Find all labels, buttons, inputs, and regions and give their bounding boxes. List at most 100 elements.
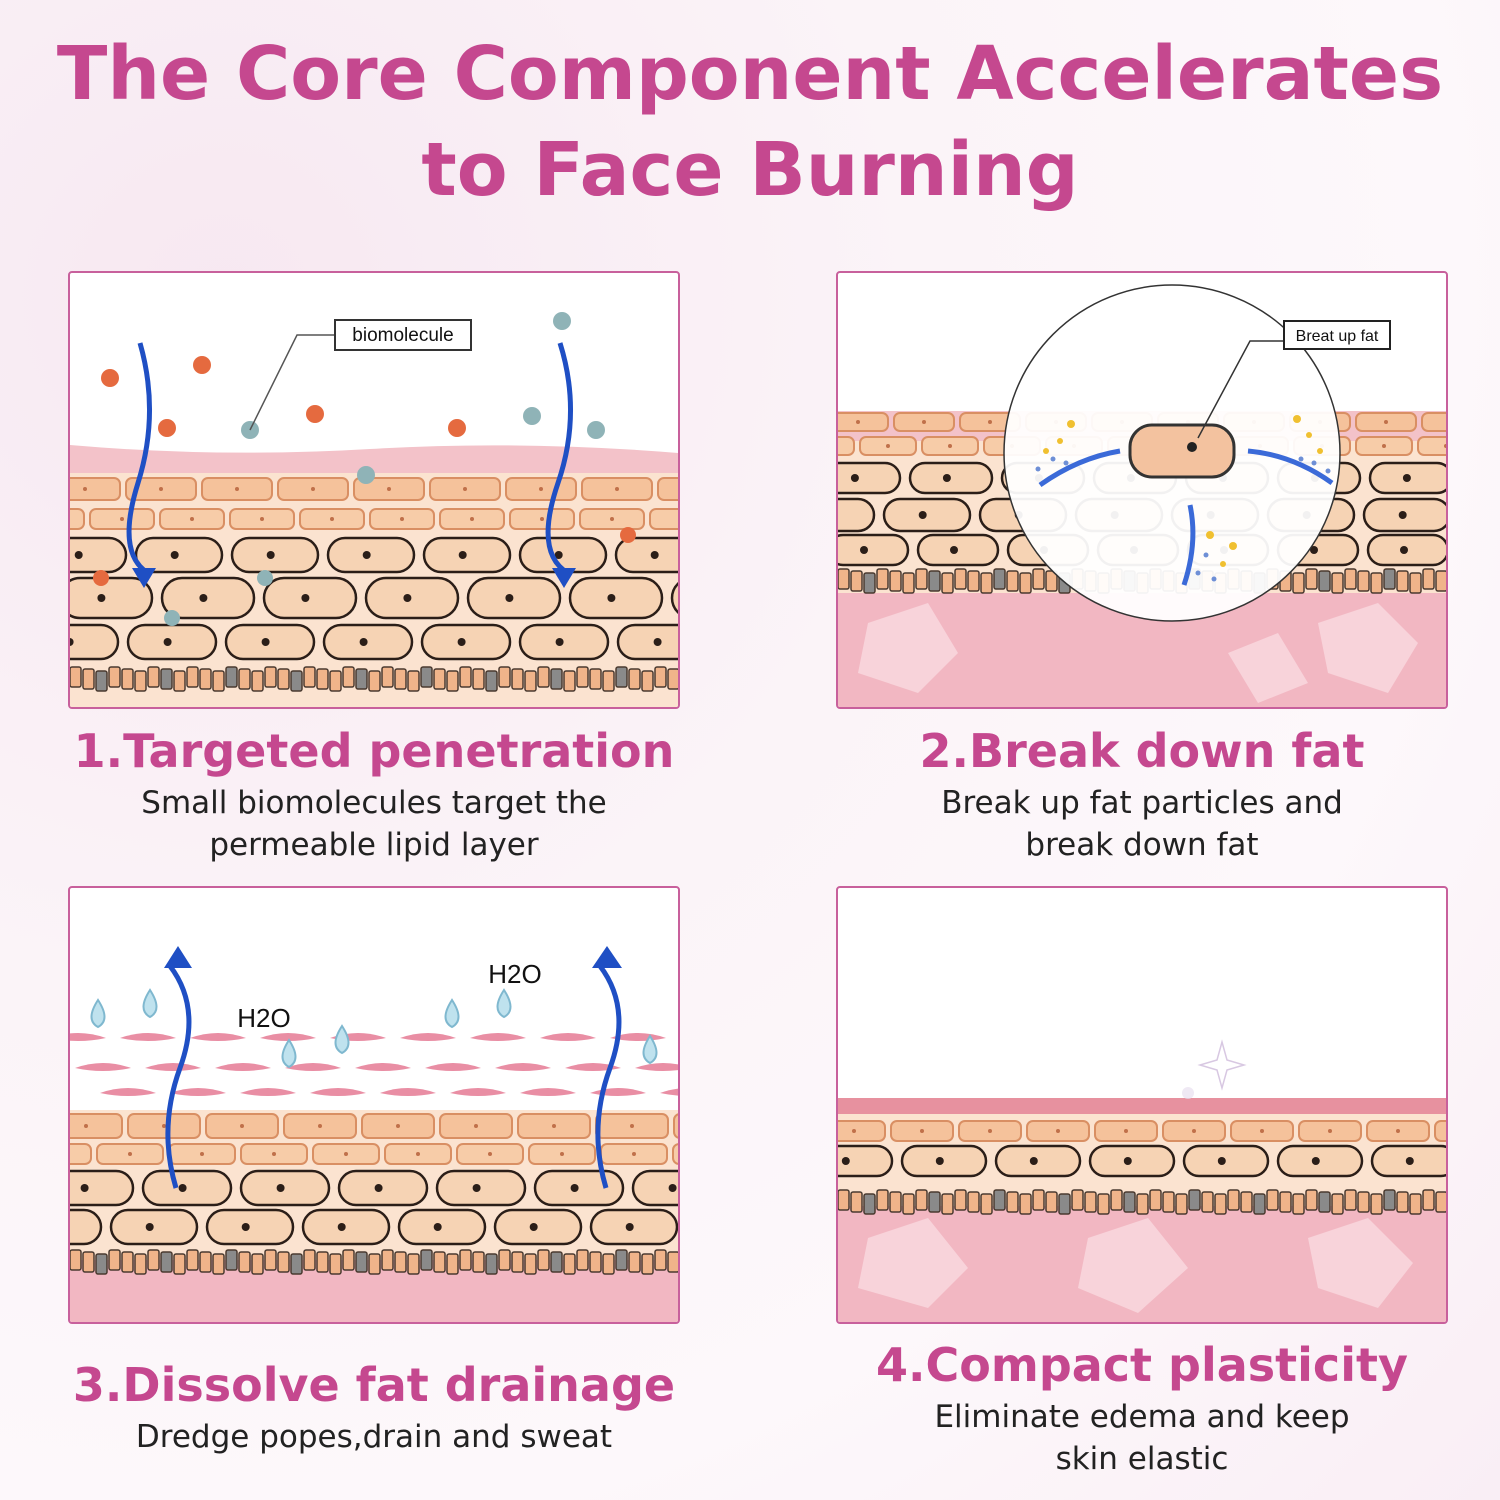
skin-cell-icon — [657, 477, 678, 501]
basal-cell-icon — [1149, 1189, 1162, 1211]
page-title-line-2: to Face Burning — [421, 127, 1079, 213]
basal-cell-icon — [1435, 570, 1446, 592]
basal-cell-icon — [329, 670, 342, 692]
basal-cell-icon — [615, 666, 628, 688]
basal-cell-icon — [238, 1251, 251, 1273]
skin-cell-icon — [900, 1144, 988, 1178]
basal-cell-icon — [186, 1249, 199, 1271]
basal-cell-icon — [1409, 1193, 1422, 1215]
basal-cell-icon — [641, 1253, 654, 1275]
basal-cell-icon — [95, 1253, 108, 1275]
skin-cell-icon — [422, 536, 512, 574]
basal-cell-icon — [1032, 1189, 1045, 1211]
basal-cell-icon — [1396, 1191, 1409, 1213]
skin-cell-icon — [838, 461, 902, 495]
basal-cell-icon — [954, 568, 967, 590]
skin-cell-icon — [337, 1169, 429, 1207]
biomolecule-label: biomolecule — [352, 325, 453, 346]
basal-cell-icon — [1331, 1193, 1344, 1215]
panel-4-desc-line-2: skin elastic — [1055, 1441, 1229, 1477]
panel-2-desc-line-2: break down fat — [1025, 827, 1259, 863]
basal-cell-icon — [980, 1193, 993, 1215]
basal-cell-icon — [1253, 1193, 1266, 1215]
skin-flake-icon — [285, 1063, 341, 1071]
basal-cell-icon — [1370, 572, 1383, 594]
skin-cell-icon — [466, 576, 562, 620]
sparkle-icon — [1182, 1087, 1194, 1099]
basal-cell-icon — [1058, 1193, 1071, 1215]
basal-cell-icon — [394, 1251, 407, 1273]
skin-flake-icon — [170, 1088, 226, 1096]
basal-cell-icon — [1331, 572, 1344, 594]
callout-box — [1283, 320, 1391, 350]
basal-cell-icon — [498, 1249, 511, 1271]
basal-cell-icon — [394, 668, 407, 690]
basal-cell-icon — [212, 1253, 225, 1275]
panel-3-desc-line-1: Dredge popes,drain and sweat — [135, 1419, 613, 1455]
caption-dissolve-fat-drainage: 3.Dissolve fat drainage Dredge popes,dra… — [24, 1358, 724, 1458]
skin-cell-icon — [672, 1143, 678, 1165]
skin-flake-icon — [260, 1033, 316, 1041]
skin-cell-icon — [1182, 1144, 1270, 1178]
basal-cell-icon — [199, 668, 212, 690]
basal-cell-icon — [1019, 572, 1032, 594]
basal-cell-icon — [628, 668, 641, 690]
fat-cell-icon — [1128, 423, 1236, 479]
skin-cell-icon — [673, 1113, 678, 1139]
basal-cell-icon — [368, 670, 381, 692]
teal-molecule-icon — [257, 570, 273, 586]
orange-molecule-icon — [158, 419, 176, 437]
basal-cell-icon — [628, 1251, 641, 1273]
basal-cell-icon — [1422, 568, 1435, 590]
basal-cell-icon — [1175, 1193, 1188, 1215]
arrow-head-icon — [164, 946, 192, 968]
basal-cell-icon — [1032, 568, 1045, 590]
skin-cell-icon — [322, 623, 414, 661]
basal-cell-icon — [667, 668, 678, 690]
panel-2-desc-line-1: Break up fat particles and — [941, 785, 1343, 821]
skin-cell-icon — [838, 1120, 886, 1142]
water-drop-icon — [281, 1038, 297, 1069]
skin-cell-icon — [364, 576, 460, 620]
blue-arrow-icon — [1247, 448, 1334, 486]
panel-targeted-penetration: biomolecule — [68, 271, 680, 709]
teal-molecule-icon — [523, 407, 541, 425]
skin-cell-icon — [908, 461, 994, 495]
skin-flake-icon — [190, 1033, 246, 1041]
basal-cell-icon — [70, 1249, 82, 1271]
skin-flake-icon — [70, 1033, 106, 1041]
basal-cell-icon — [407, 670, 420, 692]
basal-cell-icon — [915, 568, 928, 590]
orange-molecule-icon — [306, 405, 324, 423]
panel-compact-plasticity — [836, 886, 1448, 1324]
skin-cell-icon — [1417, 436, 1446, 456]
basal-cell-icon — [134, 670, 147, 692]
basal-cell-icon — [316, 668, 329, 690]
panel-4-heading: 4.Compact plasticity — [876, 1338, 1408, 1392]
skin-cell-icon — [1421, 412, 1446, 432]
skin-cell-icon — [838, 1144, 894, 1178]
nucleus-icon — [1187, 442, 1197, 452]
basal-cell-icon — [420, 666, 433, 688]
orange-molecule-icon — [193, 356, 211, 374]
water-drop-icon — [642, 1034, 658, 1065]
page-title-line-1: The Core Component Accelerates — [56, 31, 1444, 117]
basal-cell-icon — [225, 666, 238, 688]
basal-cell-icon — [121, 668, 134, 690]
water-drop-icon — [142, 988, 158, 1019]
basal-cell-icon — [1136, 1193, 1149, 1215]
basal-cell-icon — [1435, 1191, 1446, 1213]
basal-cell-icon — [641, 670, 654, 692]
basal-cell-icon — [251, 1253, 264, 1275]
basal-cell-icon — [1071, 1189, 1084, 1211]
basal-cell-icon — [876, 568, 889, 590]
skin-cell-icon — [70, 508, 85, 530]
arrow-head-icon — [132, 568, 156, 588]
basal-cell-icon — [160, 668, 173, 690]
basal-cell-icon — [70, 666, 82, 688]
caption-targeted-penetration: 1.Targeted penetration Small biomolecule… — [24, 724, 724, 866]
basal-cell-icon — [941, 1193, 954, 1215]
water-drop-icon — [90, 998, 106, 1029]
basal-cell-icon — [1279, 1191, 1292, 1213]
basal-cell-icon — [1006, 570, 1019, 592]
